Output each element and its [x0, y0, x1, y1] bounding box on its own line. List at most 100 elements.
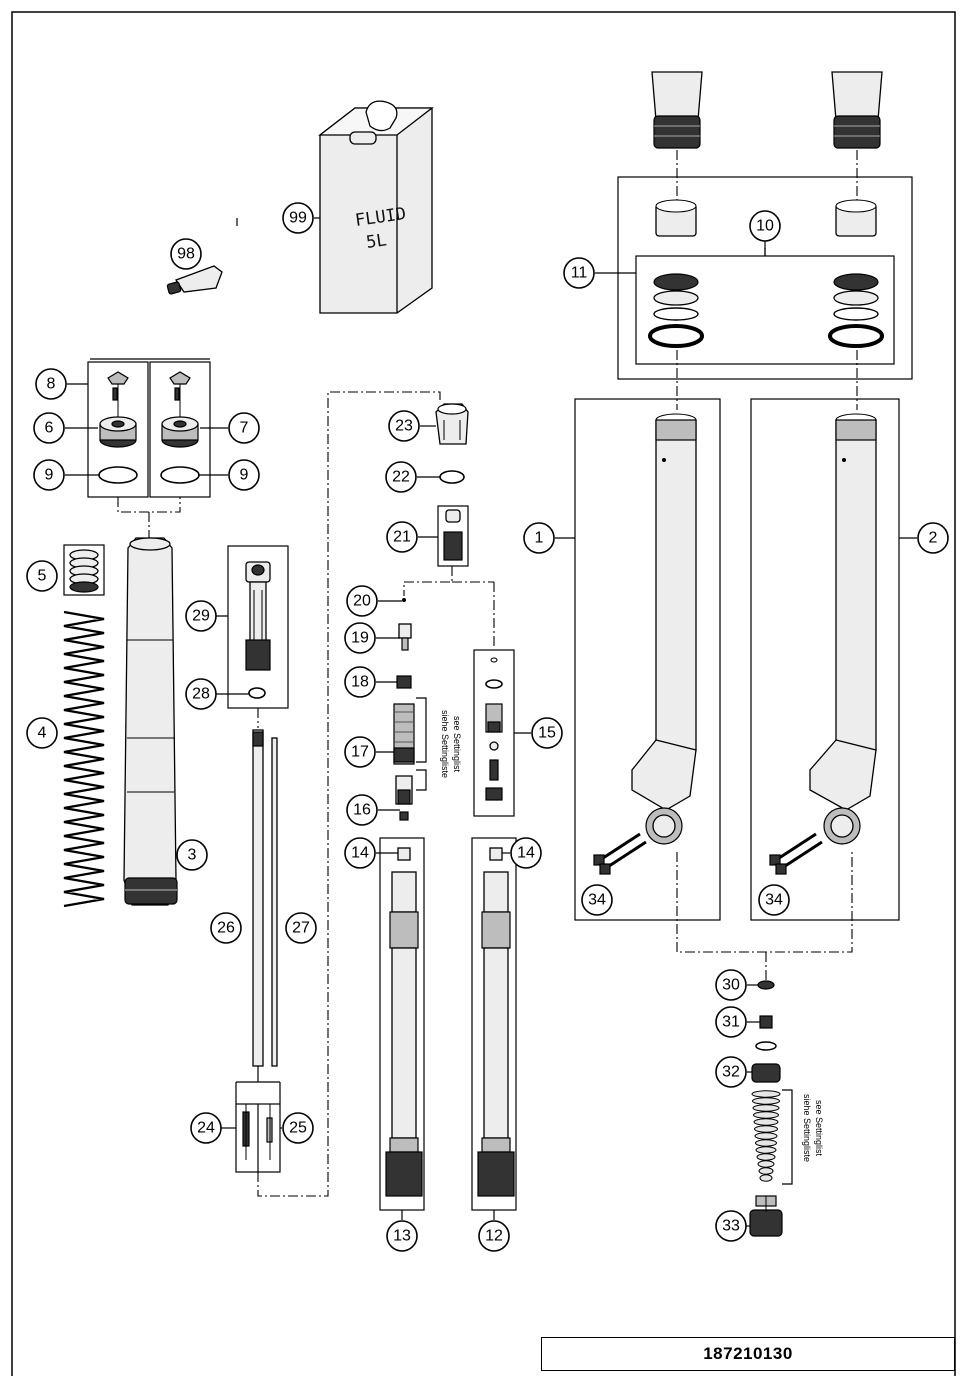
callout-29: 29	[185, 600, 217, 632]
shim-washer	[753, 1111, 779, 1119]
callout-2: 2	[917, 522, 949, 554]
callout-19: 19	[344, 622, 376, 654]
svg-text:28: 28	[192, 686, 210, 703]
svg-text:32: 32	[722, 1064, 740, 1081]
shim-washer	[753, 1118, 779, 1126]
svg-text:33: 33	[722, 1218, 740, 1235]
svg-text:24: 24	[197, 1120, 215, 1137]
svg-text:11: 11	[571, 265, 588, 282]
callout-32: 32	[715, 1056, 747, 1088]
cartridge-tube-13	[379, 837, 425, 1211]
callout-10: 10	[749, 210, 781, 242]
svg-text:34: 34	[765, 892, 783, 909]
svg-text:17: 17	[351, 744, 369, 761]
shim-washer	[757, 1160, 775, 1168]
svg-text:16: 16	[353, 802, 371, 819]
svg-text:5: 5	[38, 568, 47, 585]
upper-tubes	[651, 71, 883, 200]
callout-1: 1	[523, 522, 555, 554]
setting-note-line1: siehe Settingliste	[440, 710, 450, 778]
shim-washer	[758, 1167, 774, 1175]
svg-text:1: 1	[535, 530, 544, 547]
shim-washer	[752, 1104, 780, 1112]
callout-6: 6	[33, 412, 65, 444]
shim-stack	[751, 1090, 781, 1182]
callout-9a: 9	[33, 459, 65, 491]
svg-text:9: 9	[45, 467, 54, 484]
svg-text:2: 2	[929, 530, 938, 547]
document-code-box: 187210130	[541, 1337, 955, 1371]
svg-text:6: 6	[45, 420, 54, 437]
shim-washer	[759, 1174, 773, 1182]
outer-tube-1	[574, 398, 721, 921]
cartridge-tube-12	[471, 837, 517, 1211]
outer-tube-link	[676, 852, 853, 953]
callout-25: 25	[282, 1112, 314, 1144]
shim-washer	[755, 1146, 777, 1154]
callout-31: 31	[715, 1006, 747, 1038]
svg-text:22: 22	[392, 469, 410, 486]
bushing-box	[617, 176, 913, 410]
callout-27: 27	[285, 912, 317, 944]
callout-98: 98	[170, 238, 202, 270]
svg-text:18: 18	[351, 674, 369, 691]
shim-washer	[755, 1139, 777, 1147]
svg-text:4: 4	[38, 725, 47, 742]
shim-washer	[751, 1090, 781, 1098]
shim-washer	[754, 1125, 778, 1133]
callout-21: 21	[386, 521, 418, 553]
svg-text:19: 19	[351, 630, 369, 647]
svg-text:10: 10	[756, 218, 774, 235]
callout-5: 5	[26, 560, 58, 592]
svg-text:30: 30	[722, 977, 740, 994]
svg-text:27: 27	[292, 920, 310, 937]
callout-3: 3	[176, 839, 208, 871]
callout-22: 22	[385, 461, 417, 493]
svg-text:99: 99	[289, 210, 307, 227]
callout-26: 26	[210, 912, 242, 944]
spring-and-cartridge	[63, 537, 178, 908]
svg-text:7: 7	[240, 420, 249, 437]
damper-rod-assembly	[227, 391, 441, 1197]
callout-33: 33	[715, 1210, 747, 1242]
callout-16: 16	[346, 794, 378, 826]
callout-14a: 14	[344, 837, 376, 869]
page-frame	[11, 11, 956, 1376]
fluid-label-line2: 5L	[365, 230, 388, 253]
svg-text:8: 8	[47, 376, 56, 393]
callout-99: 99	[282, 202, 314, 234]
mid-valve-box	[473, 649, 515, 817]
top-cap-assembly	[87, 358, 211, 540]
base-valve-stack	[393, 403, 495, 821]
svg-text:26: 26	[217, 920, 235, 937]
svg-text:14: 14	[517, 845, 535, 862]
svg-text:15: 15	[538, 725, 556, 742]
callout-8: 8	[35, 368, 67, 400]
svg-text:14: 14	[351, 845, 369, 862]
callout-13: 13	[386, 1220, 418, 1252]
setting-note-1: siehe Settingliste see Settinglist	[440, 710, 462, 778]
svg-text:98: 98	[177, 246, 195, 263]
callout-34b: 34	[758, 884, 790, 916]
setting-note-2: siehe Settingliste see Settinglist	[802, 1094, 824, 1162]
callout-18: 18	[344, 666, 376, 698]
callout-11: 11	[563, 257, 595, 289]
callout-34a: 34	[581, 884, 613, 916]
callout-15: 15	[531, 717, 563, 749]
callout-24: 24	[190, 1112, 222, 1144]
svg-text:23: 23	[395, 418, 413, 435]
outer-tube-2	[750, 398, 900, 921]
document-code: 187210130	[703, 1344, 793, 1363]
callout-23: 23	[388, 410, 420, 442]
svg-text:13: 13	[393, 1228, 411, 1245]
setting-note-line2: see Settinglist	[814, 1100, 824, 1157]
callout-28: 28	[185, 678, 217, 710]
svg-text:29: 29	[192, 608, 210, 625]
callout-14b: 14	[510, 837, 542, 869]
svg-text:31: 31	[722, 1014, 740, 1031]
setting-note-line2: see Settinglist	[452, 716, 462, 773]
callout-17: 17	[344, 736, 376, 768]
svg-text:25: 25	[289, 1120, 307, 1137]
